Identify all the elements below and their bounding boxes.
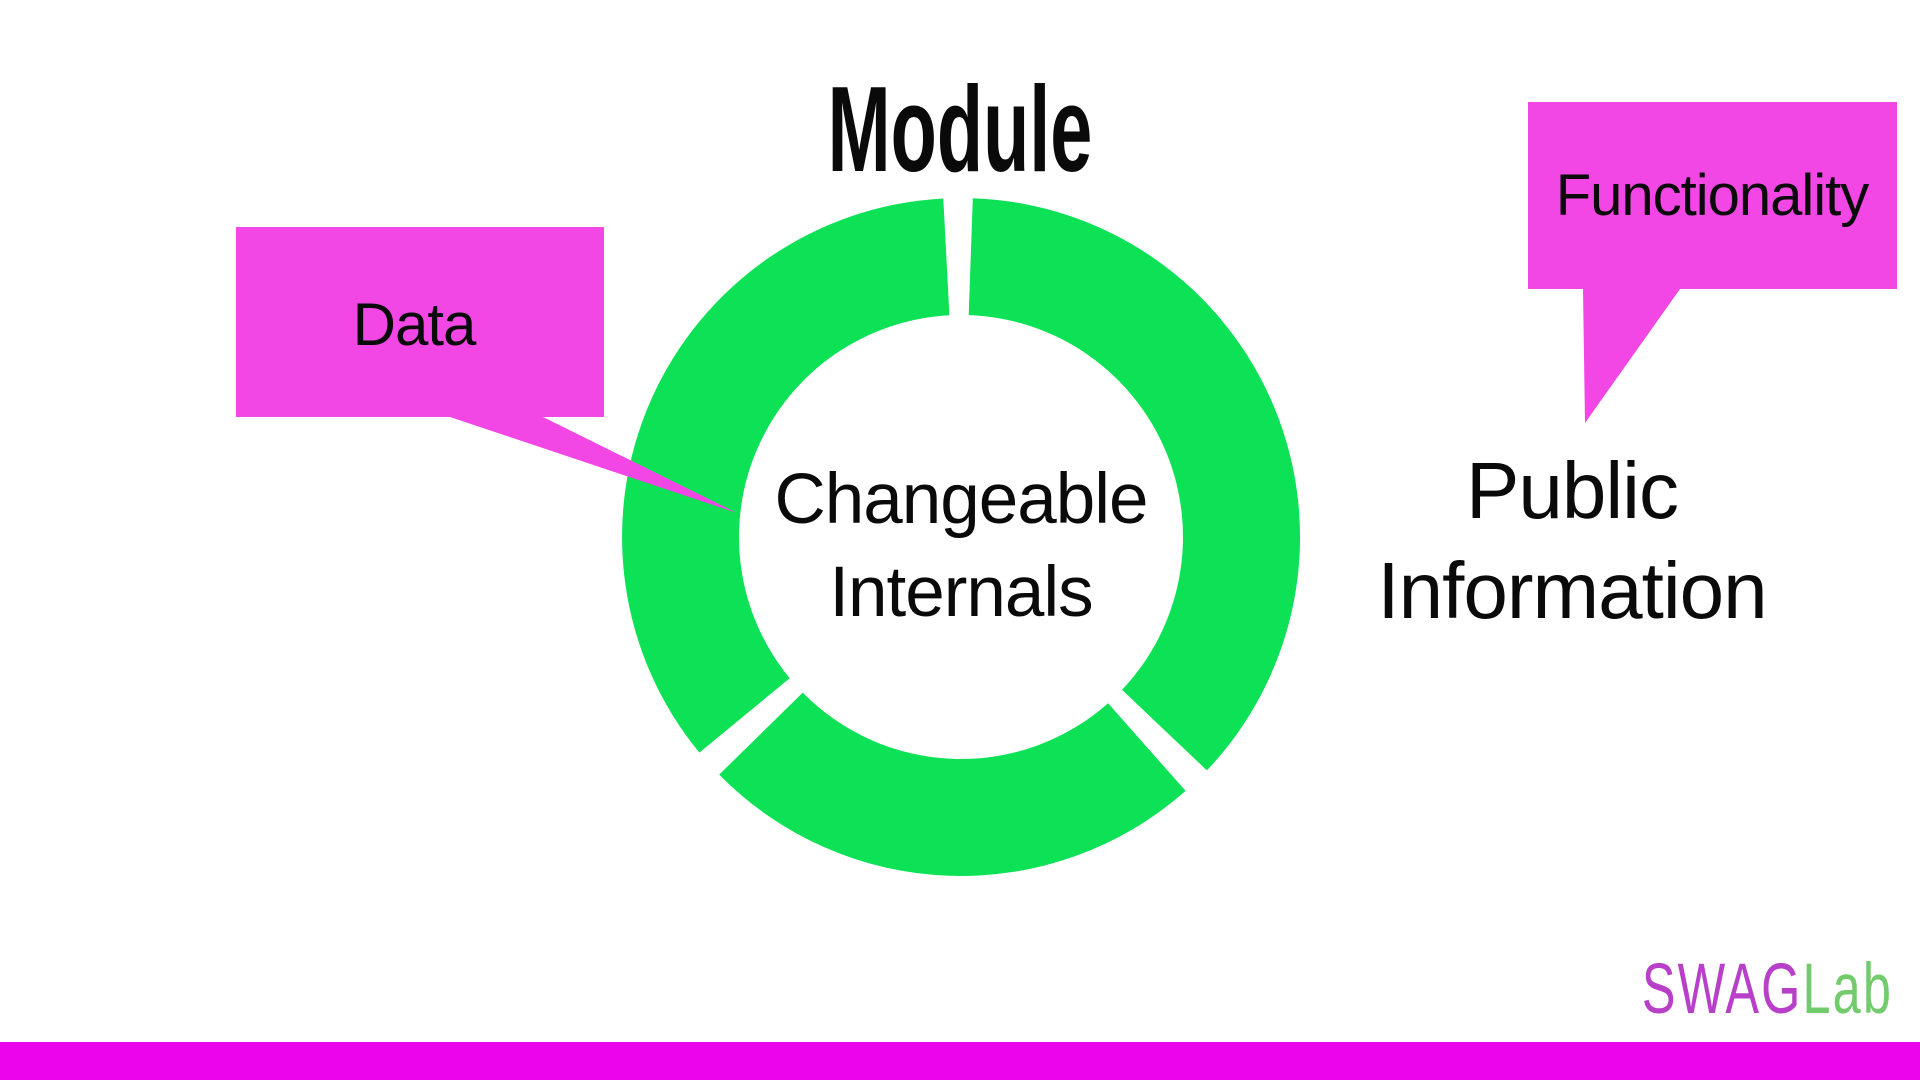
donut-segment-left-arc — [622, 198, 950, 753]
slide-title: Module — [828, 60, 1093, 197]
public-information-line2: Information — [1377, 546, 1766, 635]
donut-segment-bottom-arc — [719, 692, 1186, 876]
logo-lab: Lab — [1803, 950, 1893, 1030]
footer-bar — [0, 1042, 1920, 1080]
functionality-callout-pointer — [1583, 289, 1680, 423]
donut-segments — [622, 198, 1301, 876]
logo-swag: SWAG — [1642, 950, 1803, 1030]
donut-center-label-line2: Internals — [829, 553, 1092, 632]
functionality-callout-box — [1528, 102, 1897, 289]
functionality-callout-label: Functionality — [1556, 163, 1870, 228]
data-callout-pointer — [450, 417, 737, 513]
public-information-line1: Public — [1466, 446, 1678, 535]
data-callout-label: Data — [353, 291, 477, 358]
data-callout-box — [236, 227, 604, 417]
swaglab-logo: SWAGLab — [1642, 950, 1893, 1030]
donut-segment-right-arc — [968, 198, 1301, 771]
donut-center-label-line1: Changeable — [775, 460, 1148, 539]
